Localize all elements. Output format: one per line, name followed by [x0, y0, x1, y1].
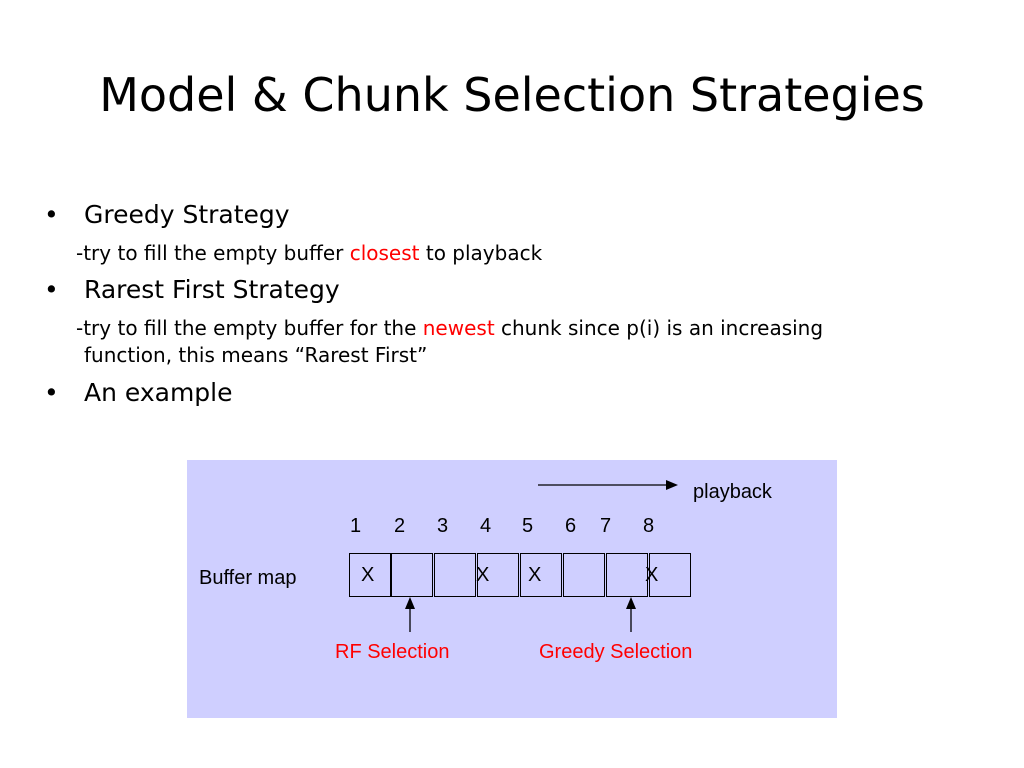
bullet-label: An example: [84, 378, 233, 407]
bullet-example: • An example: [44, 377, 233, 409]
buffer-slot-mark: X: [528, 564, 542, 586]
detail-text: chunk since p(i) is an increasing: [494, 316, 824, 340]
slot-number: 8: [643, 515, 655, 537]
bullet-rarest-first-detail: -try to fill the empty buffer for the ne…: [76, 315, 976, 341]
buffer-slot-8: [649, 553, 691, 597]
bullet-greedy: • Greedy Strategy: [44, 199, 290, 231]
slot-number: 3: [437, 515, 449, 537]
rf-arrowhead: [405, 597, 415, 609]
example-figure: [187, 460, 837, 718]
buffer-slot-5: [520, 553, 562, 597]
greedy-arrowhead: [626, 597, 636, 609]
bullet-dot: •: [44, 275, 59, 304]
buffer-slot-mark: X: [645, 564, 659, 586]
slide-title: Model & Chunk Selection Strategies: [99, 68, 925, 122]
buffer-slot-2: [391, 553, 433, 597]
buffer-map-label: Buffer map: [199, 567, 297, 589]
slot-number: 4: [480, 515, 492, 537]
buffer-slot-3: [434, 553, 476, 597]
buffer-slot-6: [563, 553, 605, 597]
buffer-slot-7: [606, 553, 648, 597]
highlight-newest: newest: [422, 316, 495, 340]
bullet-rarest-first-detail-line2: function, this means “Rarest First”: [84, 343, 428, 367]
buffer-slot-4: [477, 553, 519, 597]
bullet-label: Rarest First Strategy: [84, 275, 340, 304]
bullet-label: Greedy Strategy: [84, 200, 290, 229]
slot-number: 6: [565, 515, 577, 537]
greedy-selection-label: Greedy Selection: [539, 641, 693, 663]
slot-number: 2: [394, 515, 406, 537]
buffer-slot-1: [349, 553, 391, 597]
bullet-rarest-first: • Rarest First Strategy: [44, 274, 340, 306]
slot-number: 5: [522, 515, 534, 537]
rf-selection-label: RF Selection: [335, 641, 450, 663]
detail-text: -try to fill the empty buffer for the: [76, 316, 423, 340]
buffer-slot-mark: X: [476, 564, 490, 586]
slot-number: 1: [350, 515, 362, 537]
detail-text: -try to fill the empty buffer: [76, 241, 350, 265]
playback-label: playback: [693, 481, 772, 503]
highlight-closest: closest: [349, 241, 420, 265]
buffer-slot-mark: X: [361, 564, 375, 586]
playback-arrowhead: [666, 480, 678, 490]
detail-text: to playback: [419, 241, 543, 265]
bullet-dot: •: [44, 378, 59, 407]
bullet-dot: •: [44, 200, 59, 229]
slot-number: 7: [600, 515, 612, 537]
bullet-greedy-detail: -try to fill the empty buffer closest to…: [76, 240, 976, 266]
